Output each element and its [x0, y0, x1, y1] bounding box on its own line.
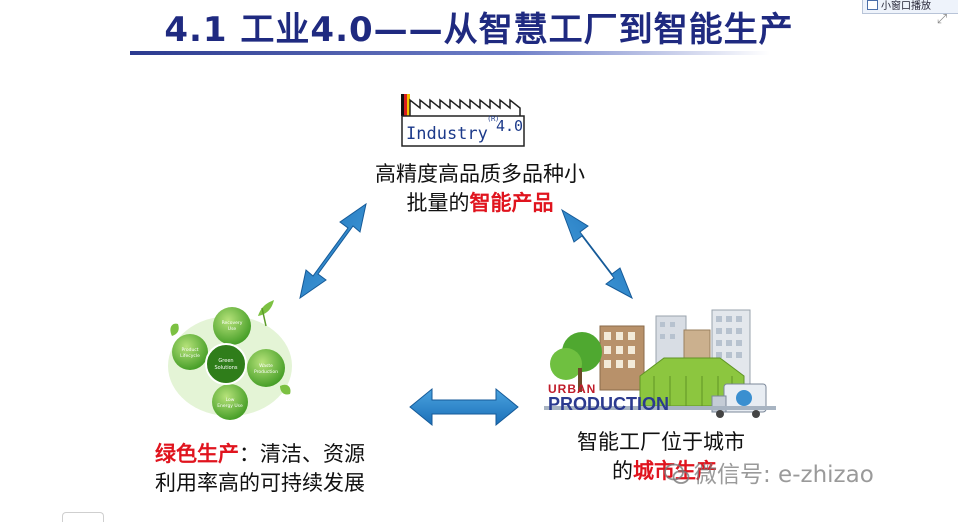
svg-text:Lifecycle: Lifecycle: [180, 353, 200, 359]
right-node-caption: 智能工厂位于城市 的城市生产: [566, 428, 756, 486]
double-arrow-left-diagonal: [299, 202, 367, 300]
svg-text:Production: Production: [254, 369, 278, 375]
top-node-line-2: 批量的智能产品: [406, 191, 554, 215]
double-arrow-right-diagonal: [561, 208, 633, 300]
double-arrow-horizontal: [409, 387, 519, 427]
expand-icon[interactable]: ⤢: [936, 12, 948, 27]
left-node-caption: 绿色生产：清洁、资源 利用率高的可持续发展: [140, 440, 380, 498]
mini-player-label: 小窗口播放: [881, 1, 931, 12]
top-node-line-1: 高精度高品质多品种小: [375, 162, 585, 186]
top-node-highlight: 智能产品: [469, 191, 554, 215]
title-underline: [130, 51, 770, 55]
svg-text:Green: Green: [218, 358, 233, 364]
right-node-line-1: 智能工厂位于城市: [577, 430, 745, 454]
window-icon: [867, 0, 878, 10]
svg-text:Recovery: Recovery: [222, 320, 243, 326]
svg-text:Energy Use: Energy Use: [217, 403, 243, 409]
wechat-watermark: 微信号: e-zhizao: [664, 455, 874, 489]
slide-title: 4.1 工业4.0——从智慧工厂到智能生产: [164, 10, 794, 50]
urban-production-label: URBAN PRODUCTION: [548, 382, 669, 415]
logo-version: 4.0: [496, 117, 523, 135]
left-node-line-1: 绿色生产：清洁、资源: [155, 442, 365, 466]
watermark-text: 微信号: e-zhizao: [694, 462, 874, 488]
left-node-highlight: 绿色生产: [155, 442, 239, 466]
wechat-icon: [664, 463, 690, 484]
urban-production-graphic: [544, 309, 776, 418]
svg-text:Use: Use: [228, 326, 237, 332]
left-node-line-2: 利用率高的可持续发展: [155, 471, 365, 495]
urban-label-bottom: PRODUCTION: [548, 394, 669, 414]
svg-text:Low: Low: [226, 397, 235, 403]
mini-window-play-button[interactable]: 小窗口播放: [862, 0, 958, 14]
slide-corner-tab: [62, 512, 104, 522]
top-node-caption: 高精度高品质多品种小 批量的智能产品: [352, 160, 608, 218]
svg-text:Waste: Waste: [259, 363, 273, 369]
green-solutions-graphic: Green Solutions Recovery Use Waste Produ…: [168, 300, 292, 420]
urban-label-top: URBAN: [548, 382, 597, 396]
logo-registered-mark: (R): [488, 115, 499, 123]
logo-word: Industry: [406, 124, 488, 144]
svg-text:Product: Product: [181, 347, 198, 353]
industry-4-logo: Industry (R) 4.0: [401, 94, 525, 147]
svg-text:Solutions: Solutions: [215, 365, 238, 371]
